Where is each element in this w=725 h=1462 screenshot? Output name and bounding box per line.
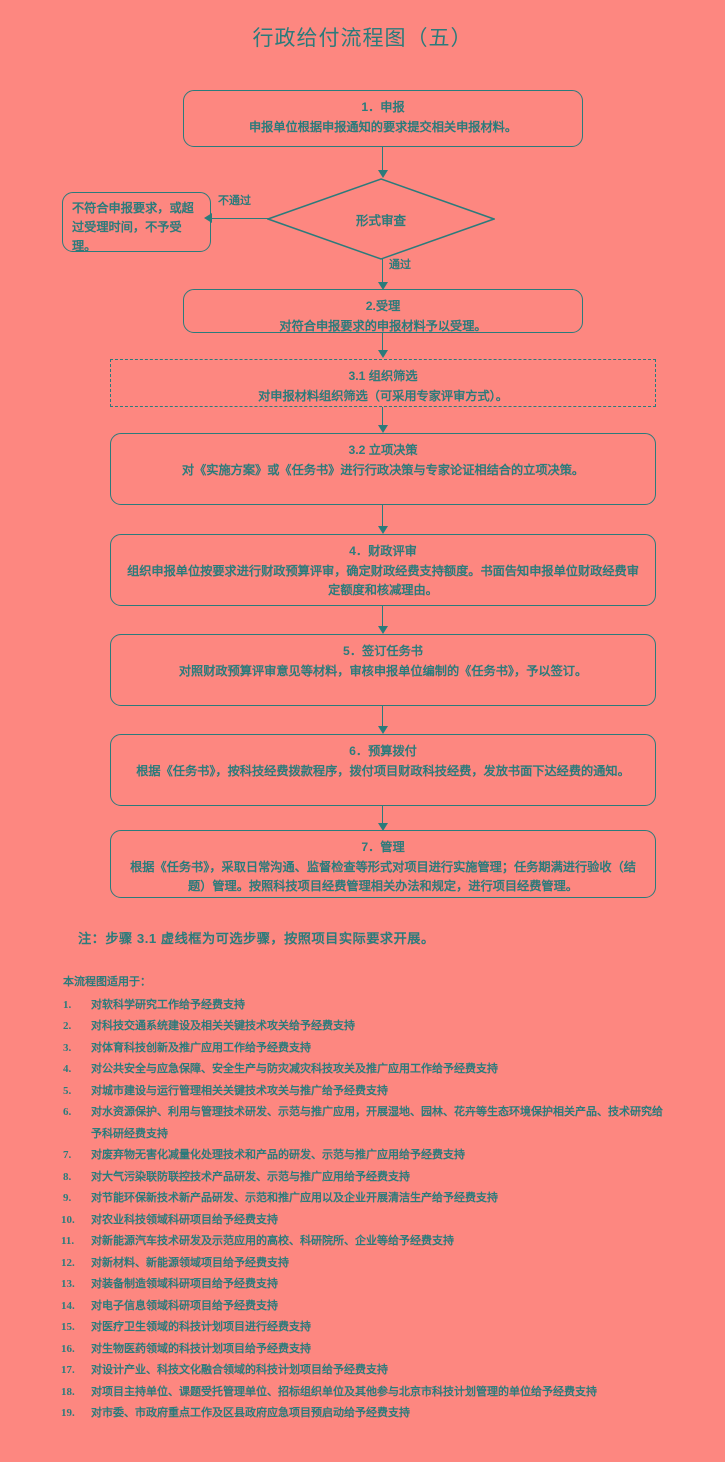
flow-node-step1-body: 申报单位根据申报通知的要求提交相关申报材料。 [248,120,518,134]
applies-to-item: 对农业科技领域科研项目给予经费支持 [61,1210,278,1231]
flow-node-step32-header: 3.2 立项决策 [348,443,418,457]
connector-step1-to-decision [382,147,383,171]
flow-node-step32: 3.2 立项决策 对《实施方案》或《任务书》进行行政决策与专家论证相结合的立项决… [110,433,656,505]
applies-to-item: 对废弃物无害化减量化处理技术和产品的研发、示范与推广应用给予经费支持 [63,1145,465,1166]
flow-node-step7: 7．管理 根据《任务书》，采取日常沟通、监督检查等形式对项目进行实施管理；任务期… [110,830,656,898]
applies-to-section: 本流程图适用于： 对软科学研究工作给予经费支持对科技交通系统建设及相关关键技术攻… [61,972,663,1425]
flow-node-decision-body: 形式审查 [355,213,406,228]
flow-node-step6-header: 6．预算拨付 [349,744,417,758]
connector-step2-to-step31 [382,333,383,351]
flow-node-step2: 2.受理 对符合申报要求的申报材料予以受理。 [183,289,583,333]
applies-to-item: 对科技交通系统建设及相关关键技术攻关给予经费支持 [63,1016,355,1037]
applies-to-item: 对公共安全与应急保障、安全生产与防灾减灾科技攻关及推广应用工作给予经费支持 [63,1059,498,1080]
flow-node-step5-body: 对照财政预算评审意见等材料，审核申报单位编制的《任务书》，予以签订。 [178,664,588,678]
connector-step32-to-step4-arrow [378,526,388,534]
connector-step31-to-step32-arrow [378,425,388,433]
edge-label-pass: 通过 [389,259,411,271]
flow-node-decision: 形式审查 [267,178,495,260]
flow-node-step4-header: 4．财政评审 [349,544,417,558]
flow-node-step2-body: 对符合申报要求的申报材料予以受理。 [279,319,487,333]
flow-node-step7-body: 根据《任务书》，采取日常沟通、监督检查等形式对项目进行实施管理；任务期满进行验收… [130,860,636,893]
flow-node-step4: 4．财政评审 组织申报单位按要求进行财政预算评审，确定财政经费支持额度。书面告知… [110,534,656,606]
connector-step4-to-step5 [382,606,383,627]
applies-to-item: 对水资源保护、利用与管理技术研发、示范与推广应用，开展湿地、园林、花卉等生态环境… [63,1102,663,1140]
flow-node-step6-body: 根据《任务书》，按科技经费拨款程序，拨付项目财政科技经费，发放书面下达经费的通知… [136,764,630,778]
connector-step2-to-step31-arrow [378,350,388,358]
applies-to-item: 对项目主持单位、课题受托管理单位、招标组织单位及其他参与北京市科技计划管理的单位… [61,1382,597,1403]
flow-node-reject: 不符合申报要求，或超过受理时间，不予受理。 [62,192,211,253]
connector-decision-to-step2-arrow [378,282,388,290]
connector-step6-to-step7-arrow [378,823,388,831]
edge-label-fail: 不通过 [218,195,251,207]
flow-node-step31-header: 3.1 组织筛选 [348,369,418,383]
applies-to-item: 对电子信息领域科研项目给予经费支持 [61,1296,278,1317]
flow-node-step1: 1．申报 申报单位根据申报通知的要求提交相关申报材料。 [183,90,583,147]
flow-node-step5: 5．签订任务书 对照财政预算评审意见等材料，审核申报单位编制的《任务书》，予以签… [110,634,656,706]
flow-node-step6: 6．预算拨付 根据《任务书》，按科技经费拨款程序，拨付项目财政科技经费，发放书面… [110,734,656,806]
connector-step5-to-step6 [382,706,383,727]
connector-decision-to-step2 [382,258,383,283]
applies-to-item: 对医疗卫生领域的科技计划项目进行经费支持 [61,1317,311,1338]
applies-to-lead: 本流程图适用于： [63,976,151,988]
flow-node-step1-header: 1．申报 [361,100,405,114]
page-title: 行政给付流程图（五） [252,26,473,50]
connector-step31-to-step32 [382,407,383,425]
flow-node-step4-body: 组织申报单位按要求进行财政预算评审，确定财政经费支持额度。书面告知申报单位财政经… [127,564,639,597]
connector-step6-to-step7 [382,806,383,824]
applies-to-item: 对节能环保新技术新产品研发、示范和推广应用以及企业开展清洁生产给予经费支持 [63,1188,498,1209]
flow-node-step7-header: 7．管理 [361,840,405,854]
applies-to-item: 对生物医药领域的科技计划项目给予经费支持 [61,1339,311,1360]
flow-node-step2-header: 2.受理 [365,299,401,313]
connector-step4-to-step5-arrow [378,626,388,634]
flow-node-reject-body: 不符合申报要求，或超过受理时间，不予受理。 [72,201,194,253]
applies-to-item: 对装备制造领域科研项目给予经费支持 [61,1274,278,1295]
applies-to-item: 对体育科技创新及推广应用工作给予经费支持 [63,1038,311,1059]
flow-node-step31-body: 对申报材料组织筛选（可采用专家评审方式）。 [258,389,508,403]
connector-decision-to-reject [211,218,269,219]
applies-to-list: 对软科学研究工作给予经费支持对科技交通系统建设及相关关键技术攻关给予经费支持对体… [61,995,663,1425]
applies-to-item: 对城市建设与运行管理相关关键技术攻关与推广给予经费支持 [63,1081,388,1102]
connector-decision-to-reject-arrow [204,213,212,223]
flow-node-step5-header: 5．签订任务书 [343,644,423,658]
flow-node-step31: 3.1 组织筛选 对申报材料组织筛选（可采用专家评审方式）。 [110,359,656,407]
applies-to-item: 对大气污染联防联控技术产品研发、示范与推广应用给予经费支持 [63,1167,410,1188]
applies-to-item: 对新材料、新能源领域项目给予经费支持 [61,1253,289,1274]
connector-step5-to-step6-arrow [378,726,388,734]
connector-step1-to-decision-arrow [378,170,388,178]
applies-to-item: 对软科学研究工作给予经费支持 [63,995,245,1016]
applies-to-item: 对设计产业、科技文化融合领域的科技计划项目给予经费支持 [61,1360,388,1381]
connector-step32-to-step4 [382,505,383,526]
applies-to-item: 对市委、市政府重点工作及区县政府应急项目预启动给予经费支持 [61,1403,410,1424]
diamond-shape [267,178,495,260]
optional-step-note: 注：步骤 3.1 虚线框为可选步骤，按照项目实际要求开展。 [78,931,435,946]
flow-node-step32-body: 对《实施方案》或《任务书》进行行政决策与专家论证相结合的立项决策。 [181,463,585,477]
applies-to-item: 对新能源汽车技术研发及示范应用的高校、科研院所、企业等给予经费支持 [61,1231,454,1252]
